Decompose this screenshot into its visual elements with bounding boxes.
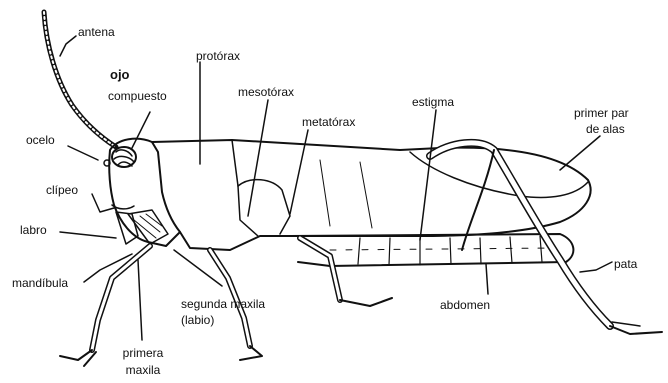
leader-alas [560, 136, 600, 170]
leader-estigma [420, 110, 436, 240]
label-primera-line1: primera [112, 347, 174, 360]
label-pata: pata [614, 258, 637, 271]
label-protorax: protórax [196, 50, 240, 63]
label-segunda-line1: segunda maxila [181, 298, 265, 311]
head-drawing [104, 139, 180, 246]
label-compuesto: compuesto [108, 90, 167, 103]
leader-antena [60, 36, 76, 56]
label-clipeo: clípeo [46, 184, 78, 197]
label-estigma: estigma [412, 96, 454, 109]
label-ocelo: ocelo [26, 134, 55, 147]
label-segunda-line2: (labio) [181, 314, 214, 327]
label-abdomen: abdomen [440, 299, 490, 312]
leader-ojo [132, 112, 150, 148]
leader-ocelo [68, 146, 98, 160]
label-ojo: ojo [110, 68, 130, 81]
leader-labro [60, 232, 116, 238]
label-mandibula: mandíbula [12, 277, 68, 290]
leader-metatorax [290, 130, 308, 214]
label-labro: labro [20, 224, 47, 237]
leader-abdomen [486, 264, 488, 294]
label-mesotorax: mesotórax [238, 86, 294, 99]
leader-clipeo [92, 194, 114, 212]
label-metatorax: metatórax [302, 116, 355, 129]
label-alas-line2: de alas [586, 123, 625, 136]
leader-pata [580, 262, 612, 272]
label-alas-line1: primer par [574, 107, 629, 120]
label-primera-line2: maxila [112, 364, 174, 377]
leader-mesotorax [248, 100, 268, 216]
label-antena: antena [78, 26, 115, 39]
leader-primera [138, 260, 142, 340]
